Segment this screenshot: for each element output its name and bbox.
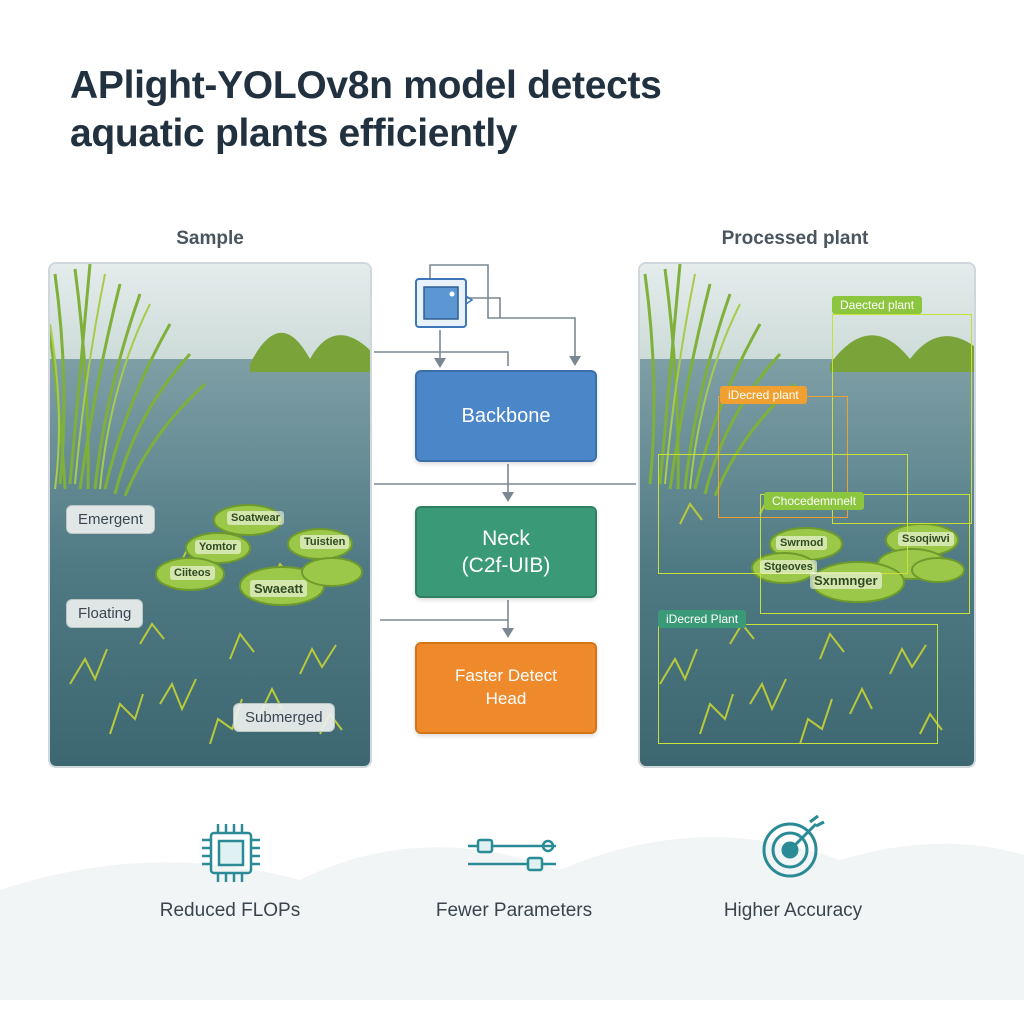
detection-label: iDecred plant: [720, 386, 807, 404]
neck-label: Neck: [482, 526, 530, 550]
feature-fewer-parameters: Fewer Parameters: [435, 900, 593, 921]
processed-heading: Processed plant: [721, 228, 869, 249]
head-sublabel: Head: [485, 689, 527, 708]
title-line-1: APlight-YOLOv8n model detects: [70, 64, 662, 107]
detection-box: [658, 624, 938, 744]
slider-icon: [468, 838, 556, 872]
backbone-block: Backbone: [415, 370, 597, 462]
connector-line: [429, 264, 576, 360]
submerged-tag: Submerged: [233, 703, 335, 732]
detect-head-block: Faster Detect Head: [415, 642, 597, 734]
detection-label: Chocedemnnelt: [764, 492, 865, 510]
pad-label: Swaeatt: [250, 580, 308, 597]
neck-block: Neck (C2f-UIB): [415, 506, 597, 598]
pad-label: Sxnmnger: [810, 572, 882, 589]
detection-label: iDecred Plant: [658, 610, 747, 628]
detection-box: [760, 494, 970, 614]
feature-reduced-flops: Reduced FLOPs: [159, 900, 301, 921]
pad-label: Stgeoves: [760, 560, 817, 574]
backbone-label: Backbone: [461, 404, 551, 427]
pad-label: Ciiteos: [170, 566, 215, 580]
detection-box: [832, 314, 972, 524]
processed-image-panel: Daected plant iDecred plant Chocedemnnel…: [638, 262, 976, 768]
emergent-tag: Emergent: [66, 505, 156, 534]
detection-label: Daected plant: [832, 296, 923, 314]
input-image-icon: [415, 278, 474, 328]
head-label: Faster Detect: [454, 666, 558, 686]
target-icon: [762, 814, 825, 878]
title-line-2: aquatic plants efficiently: [70, 111, 518, 155]
wave-background: [0, 837, 1024, 1000]
pad-label: Tuistien: [300, 535, 350, 549]
pad-label: Yomtor: [195, 540, 241, 554]
pad-label: Soatwear: [227, 511, 284, 525]
neck-sublabel: (C2f-UIB): [461, 554, 551, 577]
sample-heading: Sample: [176, 228, 244, 249]
sample-image-panel: Soatwear Tuistien Yomtor Ciiteos Swaeatt…: [48, 262, 372, 768]
pad-label: Swrmod: [776, 536, 828, 550]
feature-higher-accuracy: Higher Accuracy: [723, 900, 863, 921]
chip-icon: [202, 824, 260, 882]
connector-line: [374, 351, 509, 366]
pad-label: Ssoqiwvi: [898, 532, 954, 546]
floating-tag: Floating: [66, 599, 144, 628]
page-title: APlight-YOLOv8n model detects aquatic pl…: [70, 62, 970, 158]
connector-line: [466, 297, 501, 318]
